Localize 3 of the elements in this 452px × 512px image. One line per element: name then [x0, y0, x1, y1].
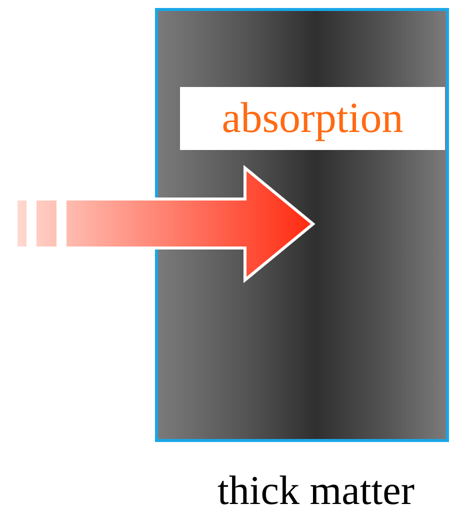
- caption-text: thick matter: [216, 466, 416, 512]
- process-label: absorption: [180, 87, 445, 150]
- matter-block: [155, 8, 449, 442]
